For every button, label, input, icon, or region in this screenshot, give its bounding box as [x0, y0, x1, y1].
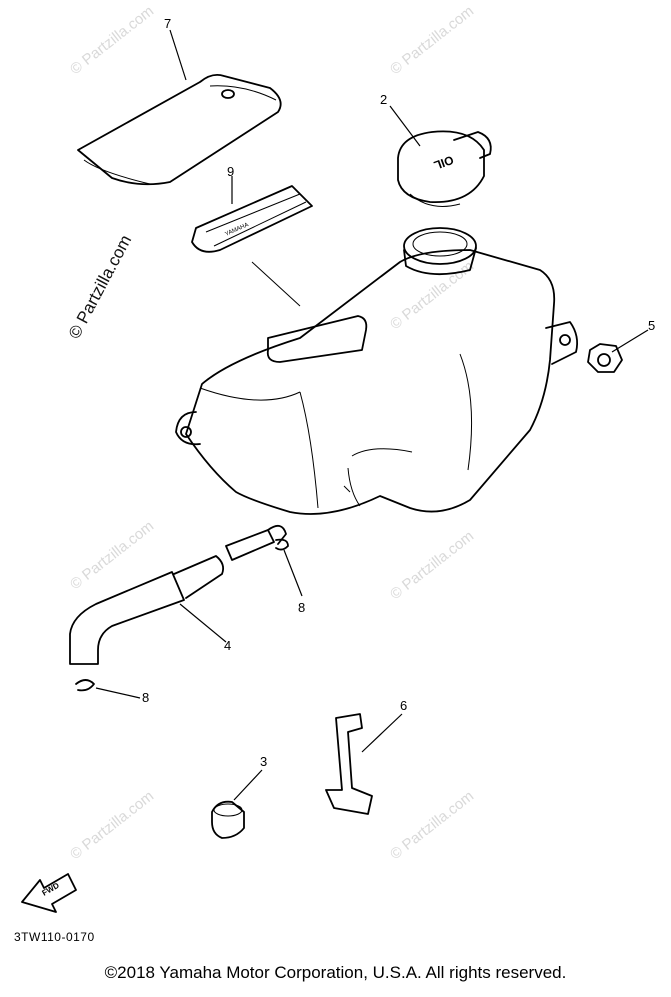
diagram-code: 3TW110-0170	[14, 930, 95, 944]
watermark-dark: © Partzilla.com	[65, 232, 136, 342]
callout-4: 4	[224, 638, 231, 653]
callout-8-upper: 8	[298, 600, 305, 615]
part-9-tube: YAMAHA 9	[191, 164, 313, 307]
part-5-drain-bolt: 5	[587, 318, 655, 373]
callout-2: 2	[380, 92, 387, 107]
fuel-tank	[175, 227, 579, 515]
callout-3: 3	[260, 754, 267, 769]
watermark: © Partzilla.com	[387, 258, 477, 334]
part-2-fuel-cap: OIL 2	[380, 92, 492, 207]
watermark: © Partzilla.com	[67, 3, 157, 79]
part-8-clip-upper: 8	[275, 538, 305, 615]
watermark: © Partzilla.com	[387, 3, 477, 79]
fwd-label: FWD	[41, 881, 61, 898]
callout-5: 5	[648, 318, 655, 333]
callout-6: 6	[400, 698, 407, 713]
callout-9: 9	[227, 164, 234, 179]
watermarks: © Partzilla.com © Partzilla.com © Partzi…	[65, 3, 477, 864]
watermark: © Partzilla.com	[387, 788, 477, 864]
callout-8-lower: 8	[142, 690, 149, 705]
watermark: © Partzilla.com	[67, 788, 157, 864]
part-4-fuel-hose: 4	[69, 524, 287, 665]
callout-7: 7	[164, 16, 171, 31]
watermark: © Partzilla.com	[387, 528, 477, 604]
fwd-arrow-icon: FWD	[21, 873, 77, 913]
part-7-pad: 7	[77, 16, 282, 186]
cap-label: OIL	[432, 153, 456, 173]
part-8-clip-lower: 8	[75, 679, 149, 705]
part-3-grommet: 3	[211, 754, 267, 839]
copyright-notice: ©2018 Yamaha Motor Corporation, U.S.A. A…	[104, 963, 567, 982]
watermark: © Partzilla.com	[67, 518, 157, 594]
part-6-strap: 6	[325, 698, 407, 815]
